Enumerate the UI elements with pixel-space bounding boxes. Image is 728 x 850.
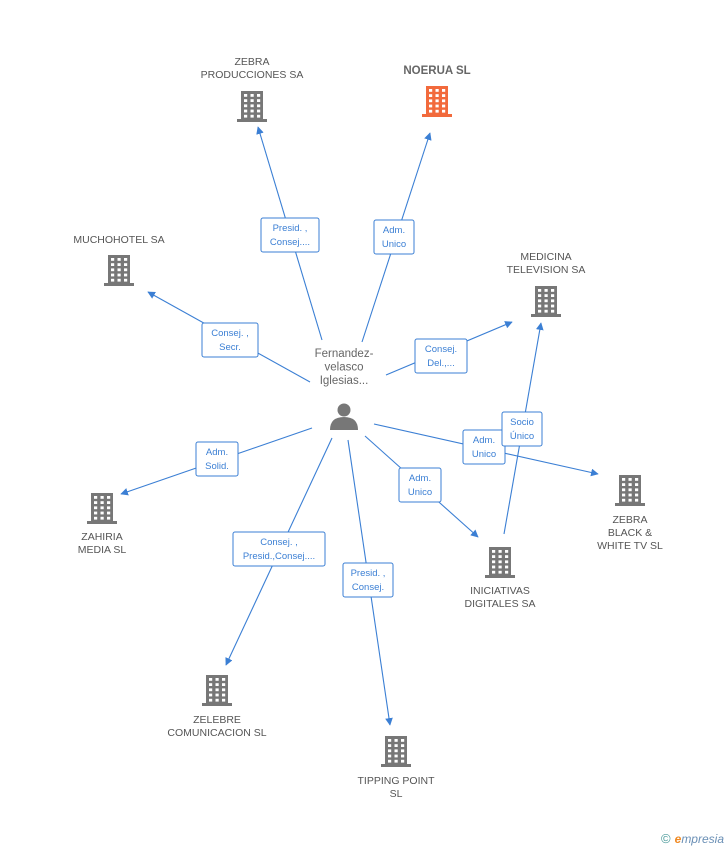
relation-label-text: Consej.... bbox=[270, 237, 310, 248]
relation-label-text: Presid. , bbox=[273, 223, 308, 234]
relation-label-text: Consej. bbox=[425, 344, 457, 355]
relation-label-medicina-television[interactable]: Consej. Del.,... bbox=[414, 338, 468, 374]
company-name: MEDICINA bbox=[520, 251, 571, 263]
relation-label-tipping[interactable]: Presid. , Consej. bbox=[342, 562, 394, 598]
building-icon bbox=[87, 493, 117, 524]
relation-label-text: Unico bbox=[408, 487, 432, 498]
company-name: PRODUCCIONES SA bbox=[201, 69, 304, 81]
relation-label-text: Adm. bbox=[383, 225, 405, 236]
person-name: Fernandez- bbox=[315, 348, 374, 360]
building-icon bbox=[104, 255, 134, 286]
person-icon bbox=[330, 403, 358, 430]
building-icon bbox=[202, 675, 232, 706]
company-name: DIGITALES SA bbox=[465, 598, 536, 610]
relation-label-text: Consej. bbox=[352, 582, 384, 593]
person-node[interactable]: Fernandez-velascoIglesias... bbox=[315, 348, 374, 430]
building-icon bbox=[531, 286, 561, 317]
relation-label-text: Solid. bbox=[205, 461, 229, 472]
nodes-layer: Fernandez-velascoIglesias...ZEBRAPRODUCC… bbox=[73, 56, 663, 800]
footer-brand[interactable]: ©empresia bbox=[661, 831, 724, 846]
building-icon bbox=[485, 547, 515, 578]
person-name: velasco bbox=[325, 362, 364, 374]
relation-label-text: Unico bbox=[472, 449, 496, 460]
relation-label-text: Presid.,Consej.... bbox=[243, 551, 315, 562]
company-name: ZEBRA bbox=[612, 514, 647, 526]
company-name: TELEVISION SA bbox=[507, 264, 586, 276]
relation-label-text: Adm. bbox=[409, 473, 431, 484]
company-name: BLACK & bbox=[608, 527, 652, 539]
copyright-symbol: © bbox=[661, 831, 671, 846]
relation-label-text: Adm. bbox=[206, 447, 228, 458]
relation-label-text: Presid. , bbox=[351, 568, 386, 579]
company-name: TIPPING POINT bbox=[357, 775, 435, 787]
relation-label-noerua[interactable]: Adm. Unico bbox=[373, 219, 415, 255]
company-name: MEDIA SL bbox=[78, 544, 127, 556]
company-name: SL bbox=[390, 788, 403, 800]
company-node-muchohotel[interactable]: MUCHOHOTEL SA bbox=[73, 234, 165, 286]
company-name: NOERUA SL bbox=[403, 65, 470, 77]
building-icon bbox=[422, 86, 452, 117]
company-name: MUCHOHOTEL SA bbox=[73, 234, 164, 246]
brand-name: mpresia bbox=[681, 832, 724, 846]
relation-label-text: Consej. , bbox=[260, 537, 298, 548]
person-name: Iglesias... bbox=[320, 375, 369, 387]
relation-label-muchohotel[interactable]: Consej. , Secr. bbox=[201, 322, 259, 358]
building-icon bbox=[237, 91, 267, 122]
relation-label-text: Socio bbox=[510, 417, 534, 428]
relation-label-text: Unico bbox=[382, 239, 406, 250]
company-name: ZAHIRIA bbox=[81, 531, 122, 543]
relation-label-zahiria[interactable]: Adm. Solid. bbox=[195, 441, 239, 477]
company-name: WHITE TV SL bbox=[597, 540, 663, 552]
relation-label-text: Del.,... bbox=[427, 358, 454, 369]
relation-label-text: Consej. , bbox=[211, 328, 249, 339]
relation-label-zebra-bw[interactable]: Adm. Unico bbox=[462, 429, 506, 465]
relation-label-text: Adm. bbox=[473, 435, 495, 446]
relation-label-zelebre[interactable]: Consej. , Presid.,Consej.... bbox=[232, 531, 326, 567]
relation-label-text: Único bbox=[510, 431, 534, 442]
relation-label-text: Secr. bbox=[219, 342, 241, 353]
brand-initial: e bbox=[674, 832, 682, 846]
company-node-noerua[interactable]: NOERUA SL bbox=[403, 65, 471, 117]
company-name: COMUNICACION SL bbox=[167, 727, 266, 739]
relation-label-zebra-producciones[interactable]: Presid. , Consej.... bbox=[260, 217, 320, 253]
building-icon bbox=[381, 736, 411, 767]
company-name: ZEBRA bbox=[234, 56, 269, 68]
relation-label-iniciativas[interactable]: Adm. Unico bbox=[398, 467, 442, 503]
company-name: INICIATIVAS bbox=[470, 585, 530, 597]
company-name: ZELEBRE bbox=[193, 714, 241, 726]
building-icon bbox=[615, 475, 645, 506]
